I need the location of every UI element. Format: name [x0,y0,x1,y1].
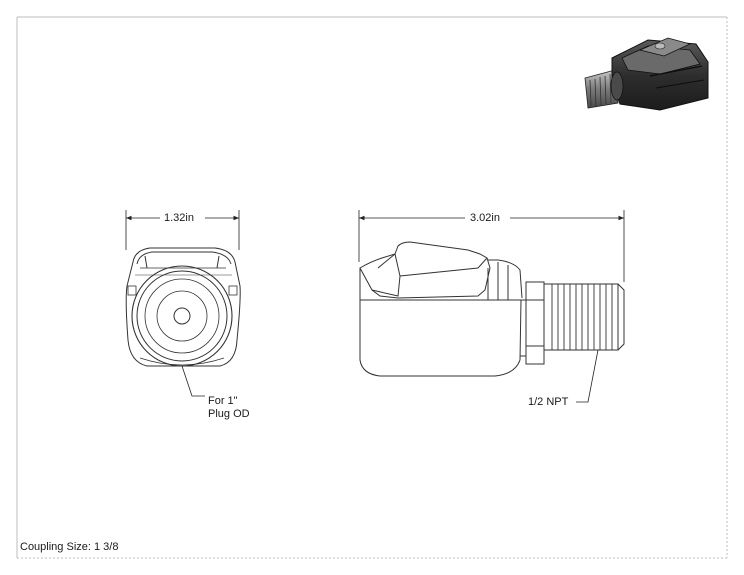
plug-od-callout-line2: Plug OD [208,408,250,420]
coupling-size-label: Coupling Size: 1 3/8 [20,541,119,553]
dimension-front-width-label: 1.32in [164,212,194,224]
leader-thread [576,349,599,403]
npt-thread-lines [551,284,613,350]
plug-od-callout-line1: For 1" [208,395,238,407]
side-view [359,241,625,377]
isometric-product-thumbnail [584,37,709,111]
leader-plug-od [181,365,205,397]
dimension-side-length [358,210,625,282]
sheet-border [16,16,728,559]
dimension-front-width [125,210,240,250]
dimension-side-length-label: 3.02in [470,212,500,224]
thread-callout: 1/2 NPT [528,396,569,408]
front-view [125,247,241,367]
